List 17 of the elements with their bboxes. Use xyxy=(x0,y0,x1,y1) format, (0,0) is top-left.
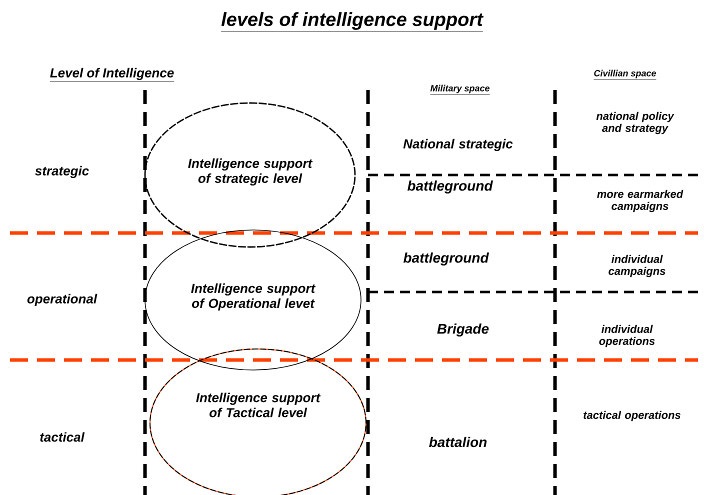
title: levels of intelligence support xyxy=(220,12,484,32)
cell-text: battalion xyxy=(429,436,487,448)
cell-text: battleground xyxy=(407,180,494,194)
cell-text: individual campaigns xyxy=(608,254,666,278)
cell-text: individual operations xyxy=(599,324,655,348)
cell-text: tactical xyxy=(40,432,85,442)
cell-text: strategic xyxy=(35,166,89,178)
column-heading: Military space xyxy=(430,84,490,95)
cell-text: national policy and strategy xyxy=(596,112,674,134)
cell-text: Brigade xyxy=(437,323,489,337)
cell-text: National strategic xyxy=(403,138,513,152)
cell-text: operational xyxy=(27,294,98,306)
cell-text: more earmarked campaigns xyxy=(597,190,684,212)
cell-text: battleground xyxy=(403,252,490,266)
column-heading: Civillian space xyxy=(594,70,656,80)
column-heading: Level of Intelligence xyxy=(50,68,174,82)
cell-text: tactical operations xyxy=(584,410,681,422)
